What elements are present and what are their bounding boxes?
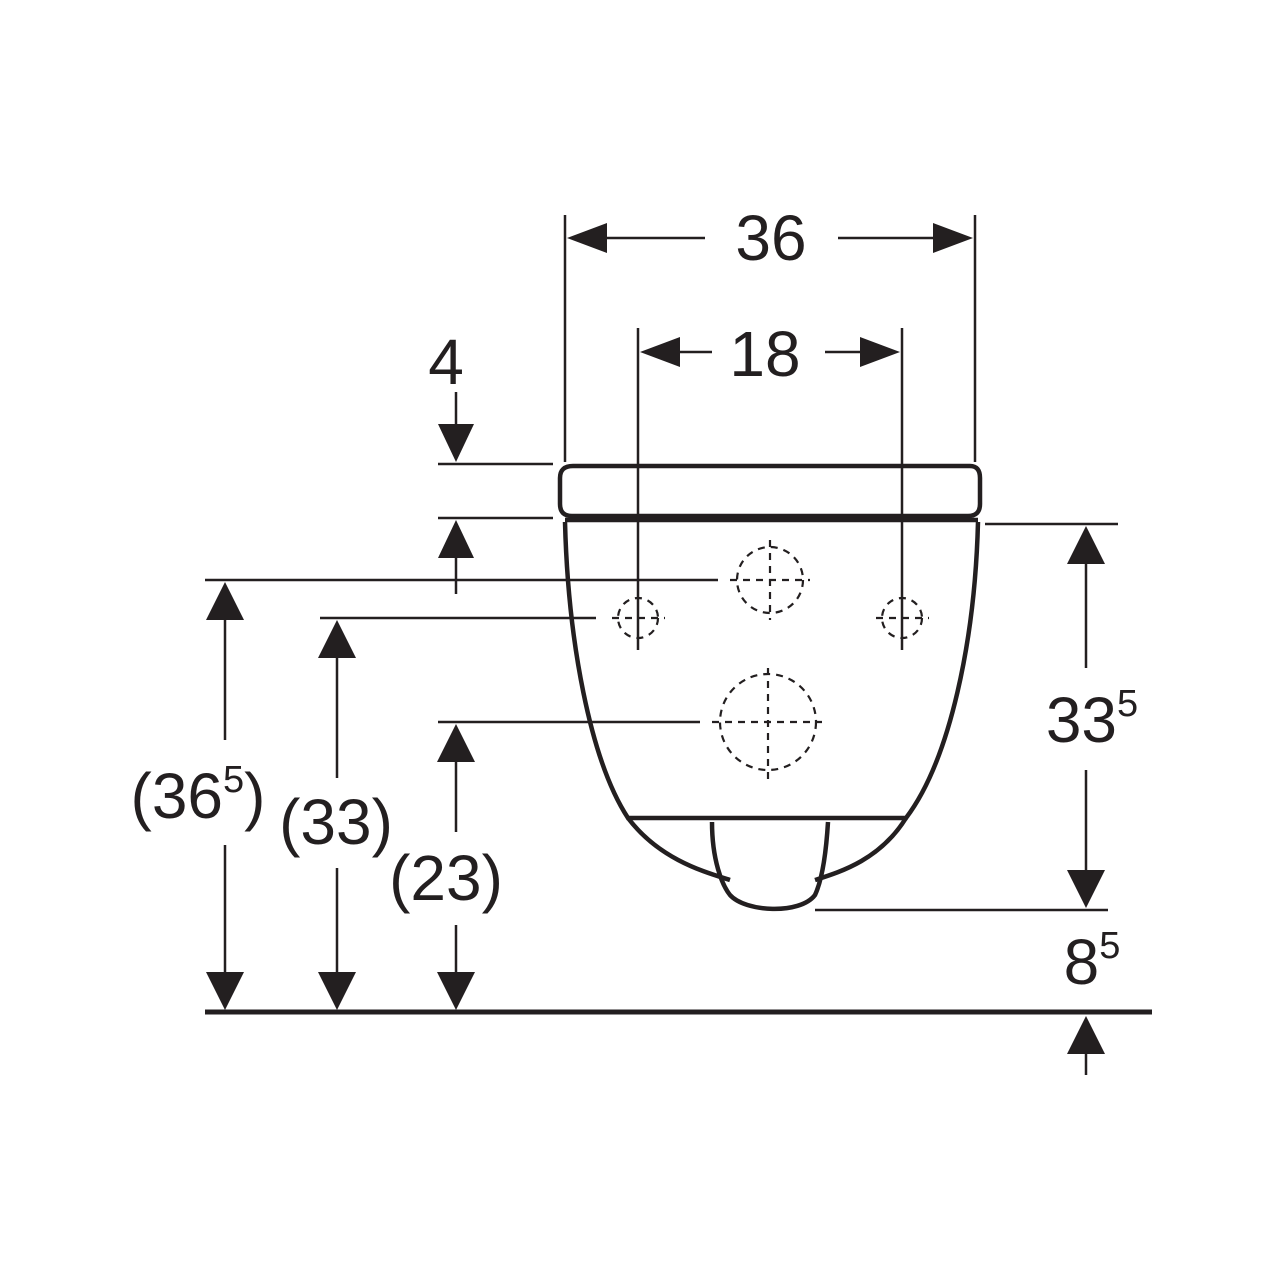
dim-fixing-spacing: 18 bbox=[640, 318, 900, 390]
gap-to-floor-label: 85 bbox=[1064, 925, 1121, 998]
outlet-spigot bbox=[709, 821, 831, 912]
height-outer-label: (365) bbox=[131, 759, 266, 832]
fixing-spacing-label: 18 bbox=[729, 318, 800, 390]
bowl-lower-shroud bbox=[626, 816, 908, 883]
dim-height-outlet: (23) bbox=[389, 724, 503, 1010]
dim-bowl-height: 335 bbox=[1046, 526, 1138, 908]
bowl-outline bbox=[562, 521, 981, 821]
dim-seat-thickness: 4 bbox=[428, 326, 474, 594]
height-fixings-label: (33) bbox=[279, 786, 393, 858]
toilet-outline bbox=[557, 463, 983, 912]
dim-height-outer: (365) bbox=[131, 582, 266, 1010]
bowl-height-label: 335 bbox=[1046, 683, 1138, 756]
dim-overall-width: 36 bbox=[567, 202, 973, 274]
dim-gap-to-floor: 85 bbox=[1064, 925, 1121, 1075]
seat-thickness-label: 4 bbox=[428, 326, 464, 398]
extension-lines bbox=[205, 215, 1118, 912]
height-outlet-label: (23) bbox=[389, 842, 503, 914]
dim-height-fixings: (33) bbox=[279, 620, 393, 1010]
overall-width-label: 36 bbox=[735, 202, 806, 274]
fixing-holes bbox=[612, 540, 929, 780]
seat-lid bbox=[557, 463, 983, 519]
flush-inlet-hole bbox=[735, 545, 805, 615]
